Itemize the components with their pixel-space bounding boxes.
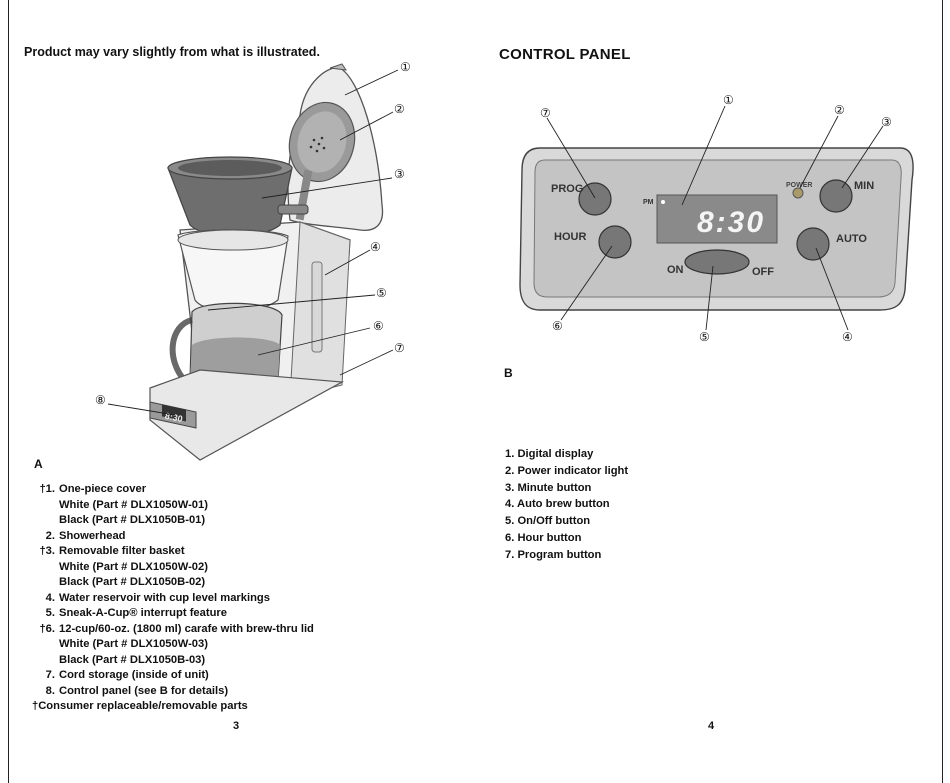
part-sub: White (Part # DLX1050W-03) xyxy=(59,638,208,650)
control-panel-illustration: 8:30 PM POWER PROG HOUR MIN AUTO ON OFF … xyxy=(519,93,914,344)
right-page-edge xyxy=(942,0,943,783)
part-sub: White (Part # DLX1050W-02) xyxy=(59,560,208,573)
part-number: †1. xyxy=(39,483,55,495)
power-label: POWER xyxy=(786,182,812,189)
part-item: 5. Sneak-A-Cup® interrupt feature xyxy=(32,606,314,622)
page-number-4: 4 xyxy=(708,720,715,732)
control-panel-heading: CONTROL PANEL xyxy=(499,46,631,63)
pm-label: PM xyxy=(643,199,654,206)
part-number: †6. xyxy=(39,622,55,635)
part-text: Removable filter basket xyxy=(59,545,185,557)
panel-callout-2: ② xyxy=(834,103,845,117)
part-number: 2. xyxy=(45,529,55,542)
part-number: 5. xyxy=(45,607,55,619)
callout-4: ④ xyxy=(370,240,381,254)
panel-callout-3: ③ xyxy=(881,115,892,129)
control-item: 4. Auto brew button xyxy=(505,498,610,511)
hour-label: HOUR xyxy=(554,231,586,243)
part-item: †3. Removable filter basket White (Part #… xyxy=(32,544,314,591)
control-item: 2. Power indicator light xyxy=(505,464,629,477)
part-number: 7. xyxy=(45,669,55,681)
controls-list: 1. Digital display 2. Power indicator li… xyxy=(505,446,628,564)
prog-label: PROG xyxy=(551,183,583,195)
pm-dot xyxy=(661,200,665,204)
display-time: 8:30 xyxy=(697,206,765,239)
auto-button xyxy=(796,227,830,261)
page-number-3: 3 xyxy=(233,720,240,732)
part-text: Sneak-A-Cup® interrupt feature xyxy=(59,607,227,619)
part-item: 7. Cord storage (inside of unit) xyxy=(32,668,314,684)
illustration-note: Product may vary slightly from what is i… xyxy=(24,45,320,59)
panel-callout-5: ⑤ xyxy=(699,330,710,344)
part-sub: White (Part # DLX1050W-01) xyxy=(59,498,208,511)
callout-7: ⑦ xyxy=(394,341,405,355)
part-item: †1. One-piece cover White (Part # DLX1050… xyxy=(32,482,314,529)
power-indicator-light xyxy=(792,187,804,199)
callout-2: ② xyxy=(394,102,405,116)
part-item: 2. Showerhead xyxy=(32,529,314,545)
callout-8: ⑧ xyxy=(95,393,106,407)
control-item: 1. Digital display xyxy=(505,448,594,460)
part-sub: Black (Part # DLX1050B-03) xyxy=(59,653,206,666)
part-text: 12-cup/60-oz. (1800 ml) carafe with brew… xyxy=(59,622,314,635)
panel-callout-6: ⑥ xyxy=(552,319,563,333)
panel-callout-4: ④ xyxy=(842,330,853,344)
on-label: ON xyxy=(667,264,684,276)
panel-callout-7: ⑦ xyxy=(540,106,551,120)
part-item: 4. Water reservoir with cup level marking… xyxy=(32,591,314,607)
footnote: †Consumer replaceable/removable parts xyxy=(32,700,248,712)
panel-callout-1: ① xyxy=(723,93,734,107)
control-item: 3. Minute button xyxy=(505,481,592,494)
control-item: 7. Program button xyxy=(505,548,602,561)
coffee-maker-illustration: 8:30 ① ② ③ ④ ⑤ ⑥ ⑦ ⑧ xyxy=(95,60,411,461)
part-number: 8. xyxy=(45,684,55,697)
control-item: 6. Hour button xyxy=(505,531,582,544)
control-item: 5. On/Off button xyxy=(505,515,591,528)
hour-button xyxy=(598,225,632,259)
on-off-button xyxy=(684,249,750,275)
part-text: Cord storage (inside of unit) xyxy=(59,669,209,681)
part-number: 4. xyxy=(45,591,55,604)
part-item: †6. 12-cup/60-oz. (1800 ml) carafe with b… xyxy=(32,622,314,669)
part-number: †3. xyxy=(39,545,55,557)
part-text: One-piece cover xyxy=(59,483,147,495)
part-item: 8. Control panel (see B for details) xyxy=(32,684,314,700)
callout-3: ③ xyxy=(394,167,405,181)
part-text: Control panel (see B for details) xyxy=(59,684,229,697)
prog-button xyxy=(578,182,612,216)
off-label: OFF xyxy=(752,266,774,278)
part-sub: Black (Part # DLX1050B-01) xyxy=(59,514,206,526)
digital-display xyxy=(656,194,778,244)
part-text: Water reservoir with cup level markings xyxy=(59,591,270,604)
min-label: MIN xyxy=(854,180,874,192)
part-sub: Black (Part # DLX1050B-02) xyxy=(59,576,206,588)
min-button xyxy=(819,179,853,213)
callout-6: ⑥ xyxy=(373,319,384,333)
callout-5: ⑤ xyxy=(376,286,387,300)
figure-label-b: B xyxy=(504,366,513,380)
part-text: Showerhead xyxy=(59,529,126,542)
parts-list: †1. One-piece cover White (Part # DLX1050… xyxy=(32,482,314,715)
auto-label: AUTO xyxy=(836,233,867,245)
left-page-edge xyxy=(8,0,9,783)
figure-label-a: A xyxy=(34,457,43,471)
callout-1: ① xyxy=(400,60,411,74)
